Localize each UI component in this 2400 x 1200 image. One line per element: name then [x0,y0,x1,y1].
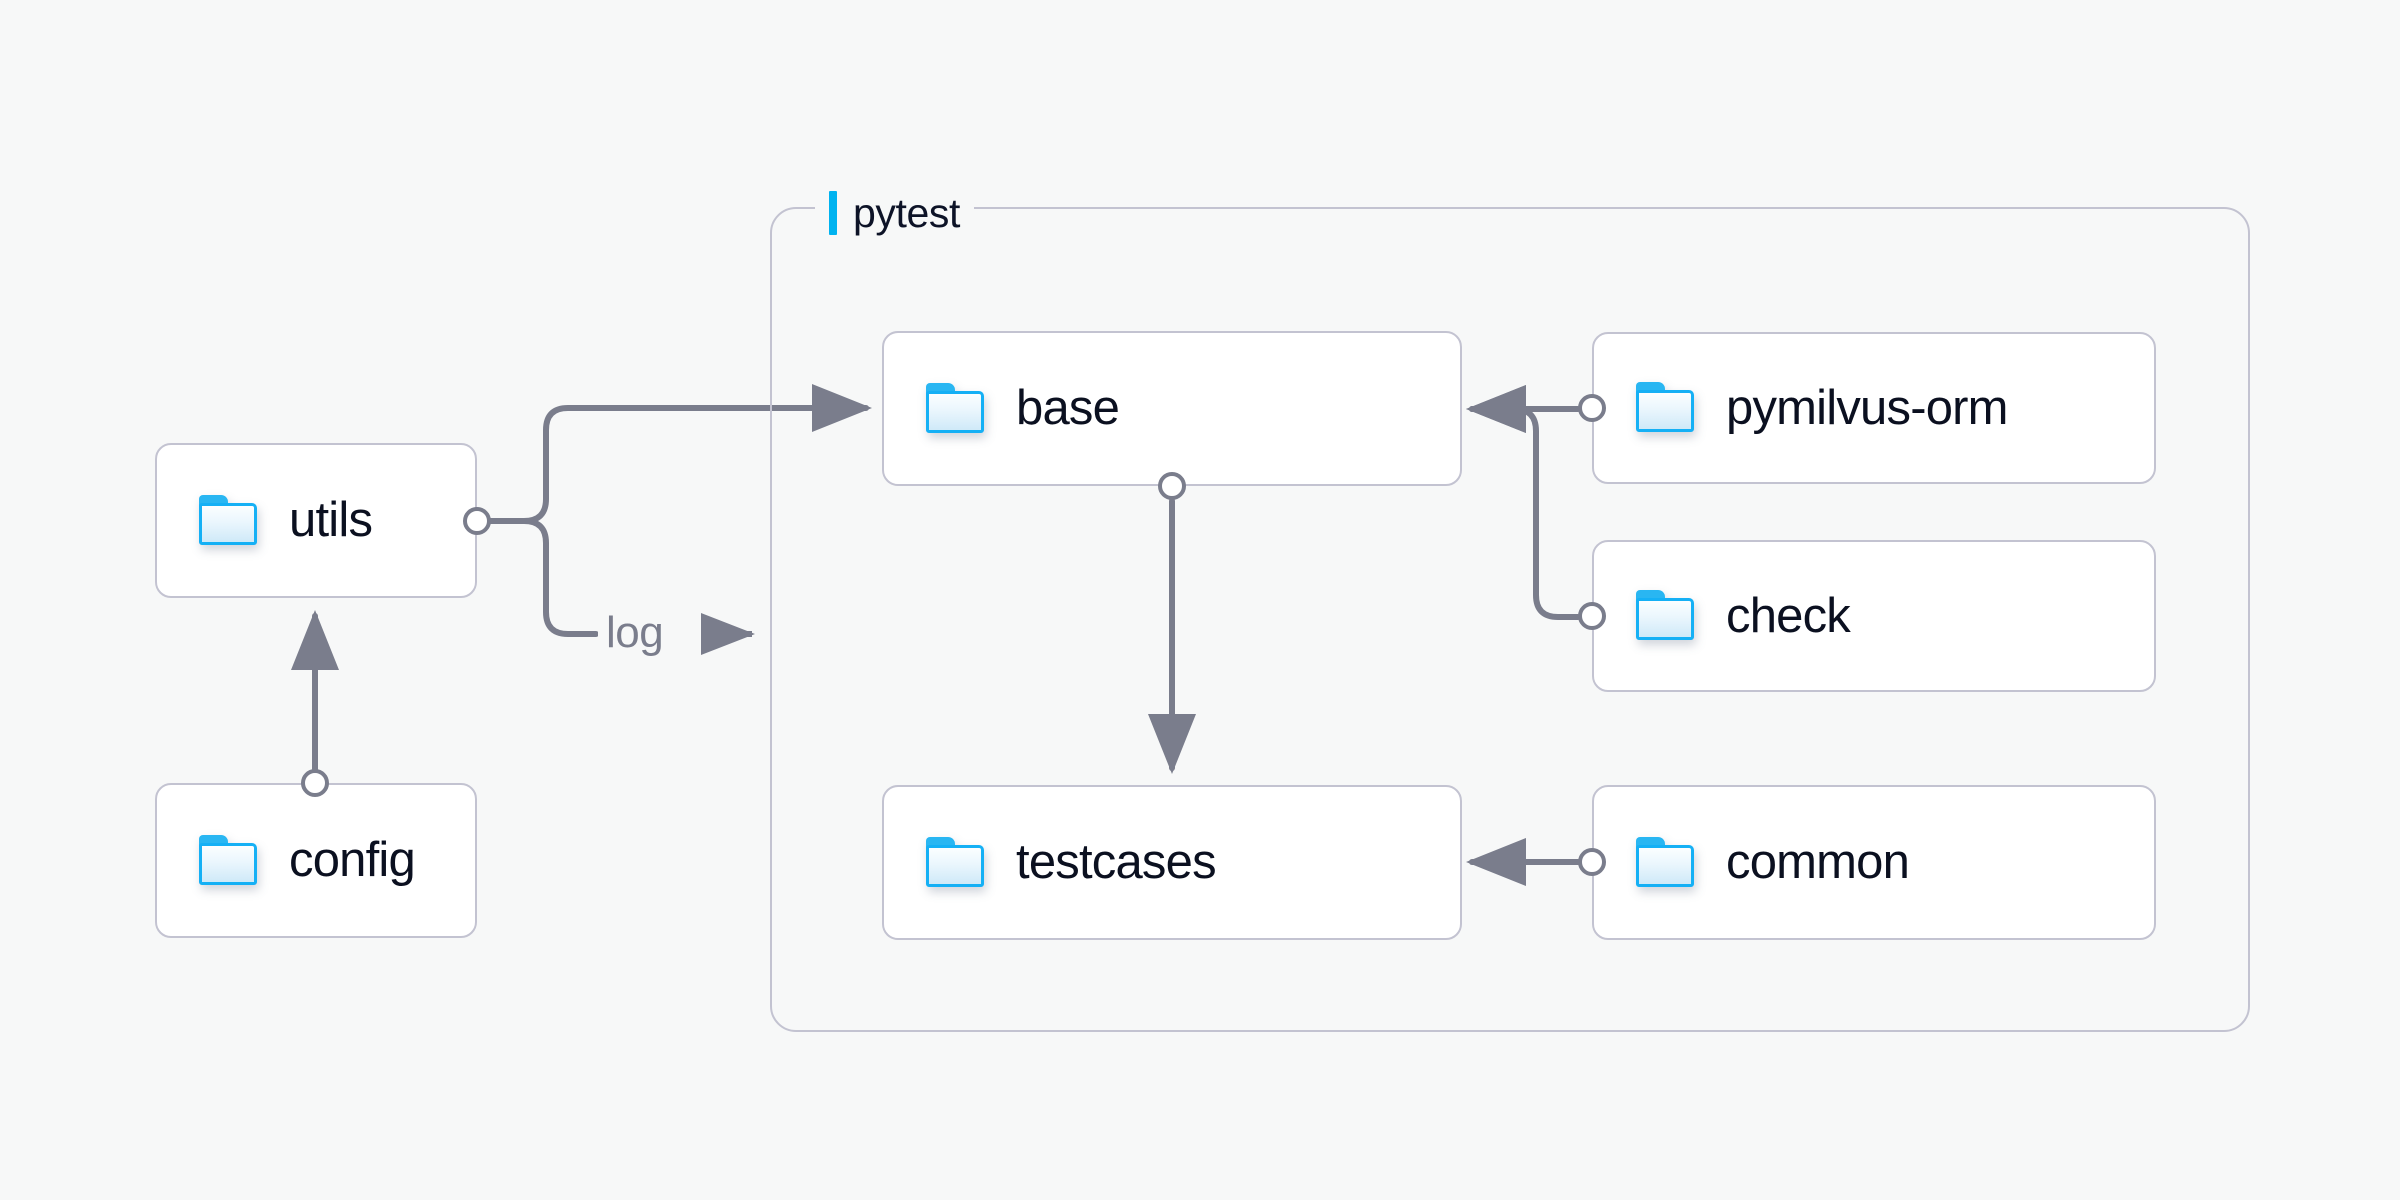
folder-icon [1636,382,1698,434]
node-config-label: config [289,833,416,887]
port-check-left[interactable] [1578,602,1606,630]
node-config[interactable]: config [155,783,477,938]
group-pytest[interactable] [770,207,2250,1032]
port-utils-right[interactable] [463,507,491,535]
port-config-top[interactable] [301,769,329,797]
node-pymilvus-orm-label: pymilvus-orm [1726,380,2009,435]
node-testcases[interactable]: testcases [882,785,1462,940]
node-base-label: base [1016,381,1120,435]
folder-icon [1636,590,1698,642]
folder-icon [926,836,988,889]
node-pymilvus-orm[interactable]: pymilvus-orm [1592,332,2156,484]
node-check-label: check [1726,588,1851,643]
port-pymilvus-orm-left[interactable] [1578,394,1606,422]
folder-icon [199,834,261,887]
group-pytest-label: pytest [815,186,974,240]
folder-icon [926,382,988,435]
node-utils-label: utils [289,493,373,547]
group-accent-bar [829,191,837,235]
folder-icon [199,494,261,547]
port-common-left[interactable] [1578,848,1606,876]
node-base[interactable]: base [882,331,1462,486]
edge-utils-log [488,518,599,637]
node-common[interactable]: common [1592,785,2156,940]
group-pytest-label-text: pytest [853,189,960,236]
port-base-bottom[interactable] [1158,472,1186,500]
folder-icon [1636,836,1698,889]
node-common-label: common [1726,835,1910,889]
node-check[interactable]: check [1592,540,2156,692]
node-utils[interactable]: utils [155,443,477,598]
edge-label-log: log [598,611,672,655]
node-testcases-label: testcases [1016,835,1217,889]
